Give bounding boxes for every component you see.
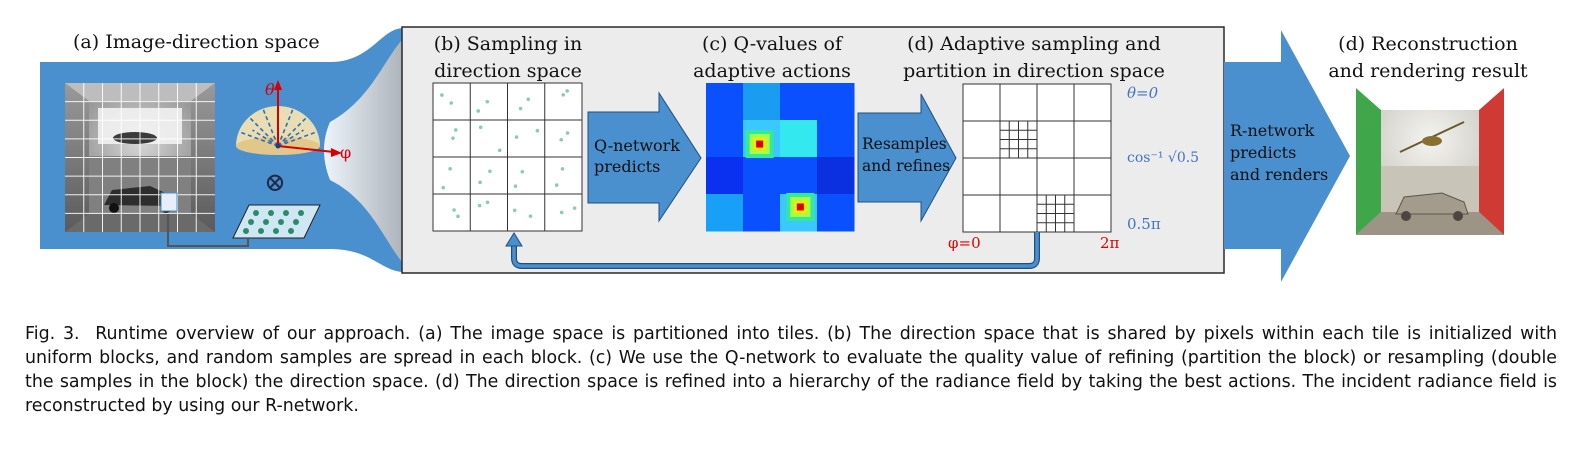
panel-d-title-1: (d) Adaptive sampling and — [907, 33, 1161, 55]
theta-zero-label: θ=0 — [1127, 84, 1159, 102]
panel-b-title-1: (b) Sampling in — [434, 33, 582, 55]
r-network-label-1: R-network — [1230, 121, 1315, 140]
panel-e-title-1: (d) Reconstruction — [1338, 33, 1518, 55]
feedback-arrow — [505, 232, 1040, 269]
resample-label-1: Resamples — [862, 135, 947, 153]
panel-c-title-2: adaptive actions — [693, 60, 851, 82]
theta-label: θ — [265, 80, 275, 99]
figure-caption: Fig. 3. Runtime overview of our approach… — [25, 322, 1557, 418]
hemisphere-icon — [236, 80, 342, 157]
phi-zero-label: φ=0 — [948, 234, 981, 252]
panel-c-title-1: (c) Q-values of — [702, 33, 844, 55]
q-value-heatmap — [706, 83, 855, 232]
panel-a-title: (a) Image-direction space — [73, 31, 320, 53]
panel-b-title-2: direction space — [434, 60, 582, 82]
render-result-image — [1356, 88, 1504, 235]
caption-text: Runtime overview of our approach. (a) Th… — [25, 324, 1558, 416]
r-network-label-3: and renders — [1230, 165, 1328, 184]
q-arrow-label-1: Q-network — [594, 136, 680, 155]
product-symbol: ⊗ — [264, 168, 286, 198]
phi-label: φ — [340, 143, 351, 162]
cos-label: cos⁻¹ √0.5 — [1127, 150, 1199, 166]
overview-figure: θ φ ⊗ — [40, 26, 1528, 282]
resample-label-2: and refines — [862, 157, 950, 175]
partition-grid — [962, 83, 1112, 233]
panel-e-title-2: and rendering result — [1328, 60, 1528, 82]
panel-d-title-2: partition in direction space — [903, 60, 1165, 82]
scene-image — [65, 83, 215, 232]
q-arrow-label-2: predicts — [594, 157, 660, 176]
half-pi-label: 0.5π — [1127, 215, 1161, 233]
funnel-gradient — [324, 40, 402, 262]
r-network-arrow — [1224, 30, 1350, 282]
two-pi-label: 2π — [1100, 234, 1120, 252]
resample-arrow — [857, 93, 957, 223]
sampling-grid — [432, 82, 583, 232]
sample-sheet-icon — [167, 204, 321, 247]
q-network-arrow — [587, 91, 702, 223]
r-network-label-2: predicts — [1230, 143, 1296, 162]
caption-label: Fig. 3. — [25, 324, 80, 344]
